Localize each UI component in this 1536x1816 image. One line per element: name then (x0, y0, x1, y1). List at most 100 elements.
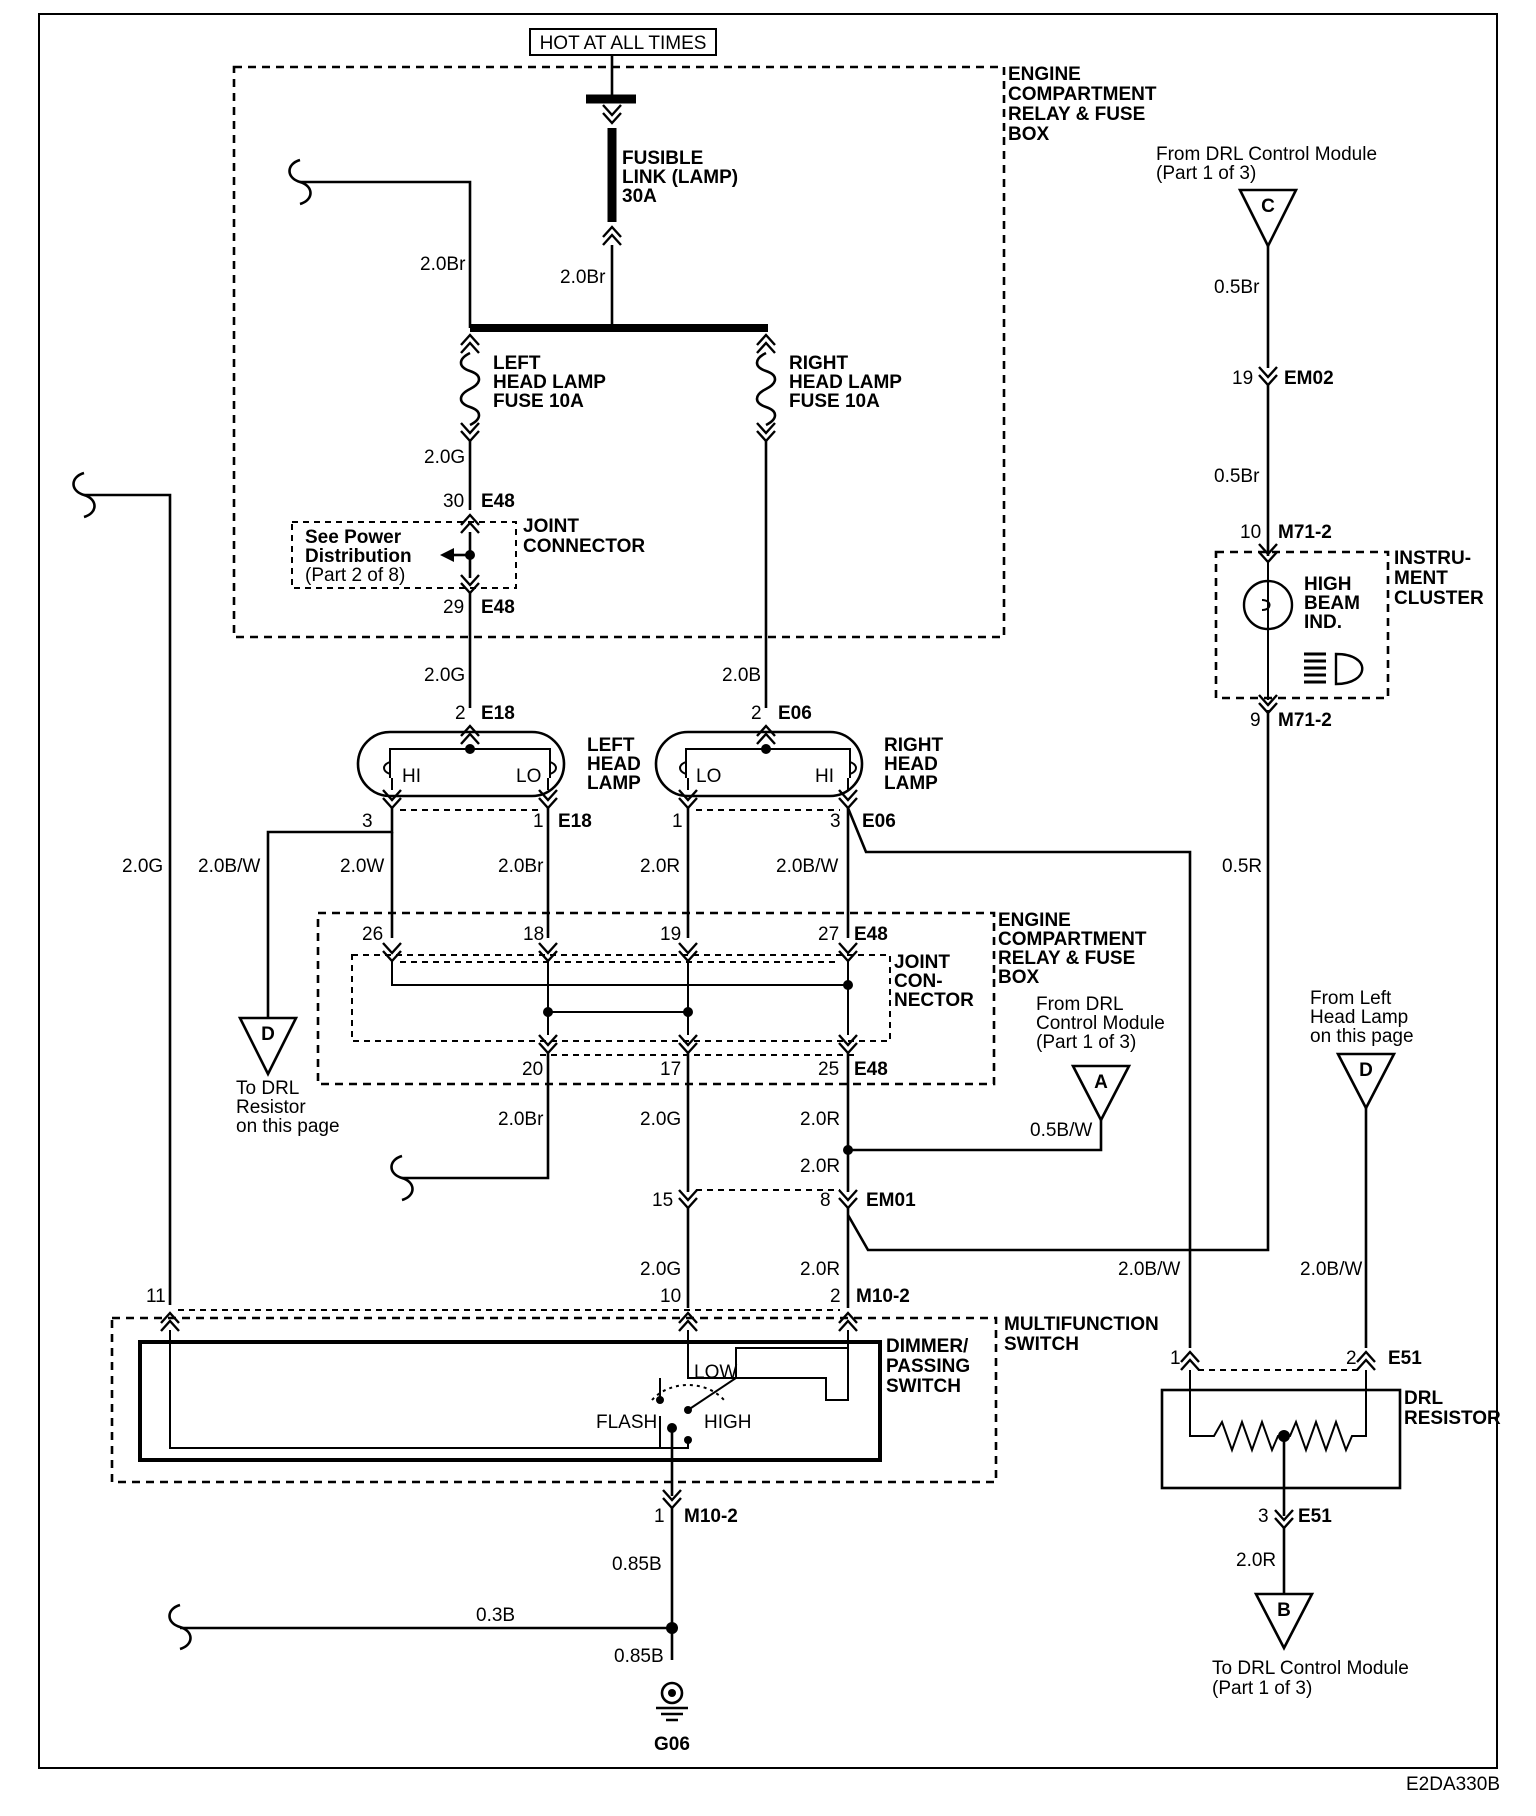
ground-symbol (656, 1706, 688, 1722)
switch-arc (651, 1384, 725, 1401)
instrument-cluster-label: INSTRU- MENT CLUSTER (1394, 548, 1484, 609)
connector-d-left-label: D (261, 1024, 275, 1045)
wire-label-20bw-hi: 2.0B/W (776, 856, 838, 877)
hot-at-all-times-box (529, 28, 717, 56)
pin-8: 8 (820, 1190, 831, 1211)
connector-b-label: B (1277, 1600, 1291, 1621)
pin-10-m71: 10 (1240, 522, 1261, 543)
to-drl-resistor-label: To DRL Resistor on this page (236, 1078, 340, 1137)
from-left-head-lamp-label: From Left Head Lamp on this page (1310, 988, 1414, 1047)
page-frame (38, 13, 1498, 1769)
wire-label-20r-lo: 2.0R (640, 856, 680, 877)
wire-label-20g-left: 2.0G (122, 856, 163, 877)
pin-e48-29: E48 (481, 597, 515, 618)
switch-contact-high (684, 1406, 692, 1414)
ground-label: G06 (654, 1734, 690, 1755)
pin-3-right: 3 (830, 811, 841, 832)
joint-wire-hi-link (391, 961, 848, 986)
connector-c-label: C (1261, 196, 1275, 217)
wire-label-20bw-d: 2.0B/W (1300, 1259, 1362, 1280)
left-head-lamp-fuse (459, 351, 481, 427)
ground-eyelet-center (668, 1689, 676, 1697)
from-drl-c-label: From DRL Control Module (Part 1 of 3) (1156, 144, 1382, 184)
right-lamp-leads (687, 778, 849, 790)
joint-pin-17 (677, 1033, 699, 1055)
wire-label-20r-e51: 2.0R (1236, 1550, 1276, 1571)
left-head-lamp-body (356, 730, 566, 798)
pin-30: 30 (443, 491, 464, 512)
wire-label-05r: 0.5R (1222, 856, 1262, 877)
pin-10: 10 (660, 1286, 681, 1307)
pin-em01: EM01 (866, 1190, 916, 1211)
wire-label-20g-17: 2.0G (640, 1109, 681, 1130)
pin-m71-top: M71-2 (1278, 522, 1332, 543)
switch-low-label: LOW (694, 1362, 737, 1383)
dimmer-switch-body (138, 1340, 882, 1462)
pin-1-e51: 1 (1170, 1348, 1181, 1369)
pin-26: 26 (362, 924, 383, 945)
pin-e48-25: E48 (854, 1059, 888, 1080)
wire-05bw (848, 1120, 1103, 1152)
wire-label-20b-e06: 2.0B (722, 665, 761, 686)
wire-20bw-right-to-drl (846, 807, 1192, 1348)
pin-2-e18: 2 (455, 703, 466, 724)
pin-2-e06: 2 (751, 703, 762, 724)
pin-e06-top: E06 (778, 703, 812, 724)
see-power-label: See Power Distribution (Part 2 of 8) (305, 527, 417, 586)
joint-pin-25 (837, 1033, 859, 1055)
right-lamp-lo-label: LO (696, 766, 721, 787)
joint-pin-20 (537, 1033, 559, 1055)
pin-e51-bot: E51 (1298, 1506, 1332, 1527)
wire-label-20g-e18: 2.0G (424, 665, 465, 686)
pin-17: 17 (660, 1059, 681, 1080)
pin-e18-top: E18 (481, 703, 515, 724)
left-lamp-connector-3 (381, 788, 403, 810)
left-lamp-filaments (389, 748, 551, 778)
pin-e06-bot: E06 (862, 811, 896, 832)
em01-pin-8 (837, 1188, 859, 1210)
wire-20bw-to-drl-resistor (266, 808, 394, 1018)
wire-label-05bw: 0.5B/W (1030, 1120, 1092, 1141)
switch-wire-right (687, 1347, 848, 1411)
pin-em02: EM02 (1284, 368, 1334, 389)
dimmer-switch-label: DIMMER/ PASSING SWITCH (886, 1336, 975, 1397)
to-drl-b-label: To DRL Control Module (Part 1 of 3) (1212, 1658, 1414, 1699)
pin-1-m10: 1 (654, 1506, 665, 1527)
ground-eyelet (660, 1681, 684, 1705)
right-head-lamp-body (654, 730, 864, 798)
joint-connector-mid-box (351, 954, 891, 1042)
wire-label-20g-fuse: 2.0G (424, 447, 465, 468)
right-lamp-connector-2 (755, 724, 777, 746)
pin-20: 20 (522, 1059, 543, 1080)
wire-label-20bw-m71: 2.0B/W (1118, 1259, 1180, 1280)
connector-c (1237, 188, 1299, 249)
multifunction-switch-box (110, 1316, 998, 1484)
wire-label-05br-c: 0.5Br (1214, 277, 1260, 298)
right-head-lamp-label: RIGHT HEAD LAMP (884, 735, 948, 794)
left-lamp-connector-2 (459, 724, 481, 746)
switch-flash-label: FLASH (596, 1412, 657, 1433)
connector-d-right (1335, 1052, 1397, 1111)
right-fuse-top-connector (755, 333, 777, 355)
connector-a (1070, 1064, 1132, 1123)
right-lamp-hi-filament (849, 761, 857, 775)
left-fuse-top-connector (459, 333, 481, 355)
m10-pin-2 (837, 1311, 859, 1333)
wire-label-20g-m10: 2.0G (640, 1259, 681, 1280)
pin-2-m10: 2 (830, 1286, 841, 1307)
drl-resistor-body (1160, 1388, 1402, 1490)
left-head-lamp-label: LEFT HEAD LAMP (587, 735, 646, 794)
fusible-link-label: FUSIBLE LINK (LAMP) 30A (622, 148, 743, 207)
joint-connector-top-label: JOINT CONNECTOR (523, 516, 645, 557)
engine-box-mid-label: ENGINE COMPARTMENT RELAY & FUSE BOX (998, 910, 1152, 988)
joint-connector-mid-label: JOINT CON- NECTOR (894, 952, 974, 1011)
pin-29: 29 (443, 597, 464, 618)
fusible-link-top-connector (601, 103, 623, 125)
em02-connector (1257, 365, 1279, 387)
wire-label-20br-a: 2.0Br (420, 254, 466, 275)
pin-15: 15 (652, 1190, 673, 1211)
wire-label-20r-25: 2.0R (800, 1109, 840, 1130)
pin-1-left: 1 (533, 811, 544, 832)
wire-label-03b: 0.3B (476, 1605, 515, 1626)
joint-connector-e48-30 (459, 513, 481, 535)
